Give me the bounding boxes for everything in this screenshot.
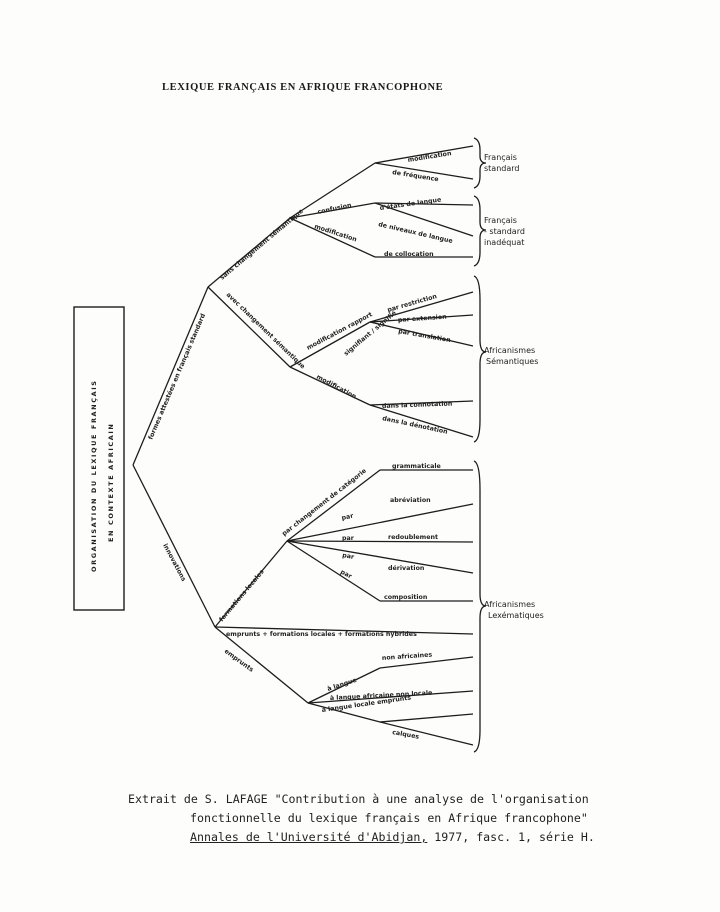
svg-text:Français: Français bbox=[484, 153, 517, 162]
svg-text:inadéquat: inadéquat bbox=[484, 237, 524, 247]
page-title: LEXIQUE FRANÇAIS EN AFRIQUE FRANCOPHONE bbox=[162, 82, 444, 93]
label-etats-langue: d'états de langue bbox=[379, 195, 442, 212]
label-avec-changement: avec changement sémantique bbox=[225, 291, 307, 371]
label-par-2: par bbox=[342, 535, 355, 542]
label-denotation: dans la dénotation bbox=[382, 414, 449, 436]
label-par-extension: par extension bbox=[398, 314, 447, 324]
label-non-africaines: non africaines bbox=[382, 651, 433, 662]
label-a-langue: à langue bbox=[326, 676, 358, 693]
group-francais-standard: Français standard bbox=[484, 153, 519, 173]
svg-text:Lexématiques: Lexématiques bbox=[488, 610, 544, 620]
group-africanismes-lexematiques: Africanismes Lexématiques bbox=[484, 600, 544, 620]
group-francais-inadequat: Français - standard inadéquat bbox=[484, 216, 525, 247]
svg-text:- standard: - standard bbox=[484, 227, 525, 236]
label-composition: composition bbox=[384, 594, 427, 601]
root-box-line1: ORGANISATION DU LEXIQUE FRANÇAIS bbox=[90, 379, 98, 572]
label-modif-rapport: modification rapport bbox=[306, 311, 374, 352]
label-emprunts-formations: emprunts + formations locales + formatio… bbox=[226, 631, 417, 638]
label-connotation: dans la connotation bbox=[382, 401, 453, 410]
label-derivation: dérivation bbox=[388, 564, 424, 572]
label-par-3: par bbox=[342, 552, 356, 561]
label-collocation: de collocation bbox=[384, 251, 434, 258]
brace-africanismes-semantiques bbox=[473, 275, 487, 443]
label-modification-1: modification bbox=[313, 223, 357, 243]
label-par-translation: par translation bbox=[398, 328, 451, 344]
label-confusion: confusion bbox=[317, 202, 352, 216]
group-africanismes-semantiques: Africanismes Sémantiques bbox=[484, 346, 538, 366]
caption-line-1: Extrait de S. LAFAGE "Contribution à une… bbox=[128, 792, 589, 806]
tree-lines bbox=[73, 137, 487, 753]
svg-text:standard: standard bbox=[484, 164, 519, 173]
brace-africanismes-lexematiques bbox=[473, 460, 487, 753]
label-grammaticale: grammaticale bbox=[392, 463, 441, 470]
brace-francais-standard bbox=[473, 137, 487, 189]
label-calques: calques bbox=[392, 729, 420, 741]
label-formes-attestees: formes attestées en français standard bbox=[146, 312, 207, 440]
root-box bbox=[73, 306, 125, 611]
label-niveaux-langue: de niveaux de langue bbox=[378, 221, 454, 245]
svg-text:Africanismes: Africanismes bbox=[484, 600, 535, 609]
label-modification-frequence: modification bbox=[407, 150, 452, 164]
brace-francais-inadequat bbox=[473, 195, 487, 267]
caption-line-3: Annales de l'Université d'Abidjan, 1977,… bbox=[128, 828, 595, 847]
label-formations-locales: formations locales bbox=[218, 568, 266, 623]
svg-text:Sémantiques: Sémantiques bbox=[486, 356, 538, 366]
label-abreviation: abréviation bbox=[390, 496, 431, 504]
caption-line-2: fonctionnelle du lexique français en Afr… bbox=[190, 811, 588, 825]
svg-text:Français: Français bbox=[484, 216, 517, 225]
caption: Extrait de S. LAFAGE "Contribution à une… bbox=[128, 790, 595, 847]
label-de-frequence: de fréquence bbox=[392, 168, 440, 183]
label-emprunts: emprunts bbox=[223, 648, 255, 674]
label-modification-2: modification bbox=[315, 374, 357, 401]
caption-annales: Annales de l'Université d'Abidjan, bbox=[190, 830, 428, 844]
label-redoublement: redoublement bbox=[388, 534, 438, 541]
label-par-1: par bbox=[341, 512, 355, 521]
label-sans-changement: sans changement sémantique bbox=[218, 207, 305, 282]
svg-text:Africanismes: Africanismes bbox=[484, 346, 535, 355]
root-box-line2: EN CONTEXTE AFRICAIN bbox=[107, 423, 115, 542]
label-par-restriction: par restriction bbox=[387, 293, 438, 314]
caption-details: 1977, fasc. 1, série H. bbox=[427, 830, 595, 844]
